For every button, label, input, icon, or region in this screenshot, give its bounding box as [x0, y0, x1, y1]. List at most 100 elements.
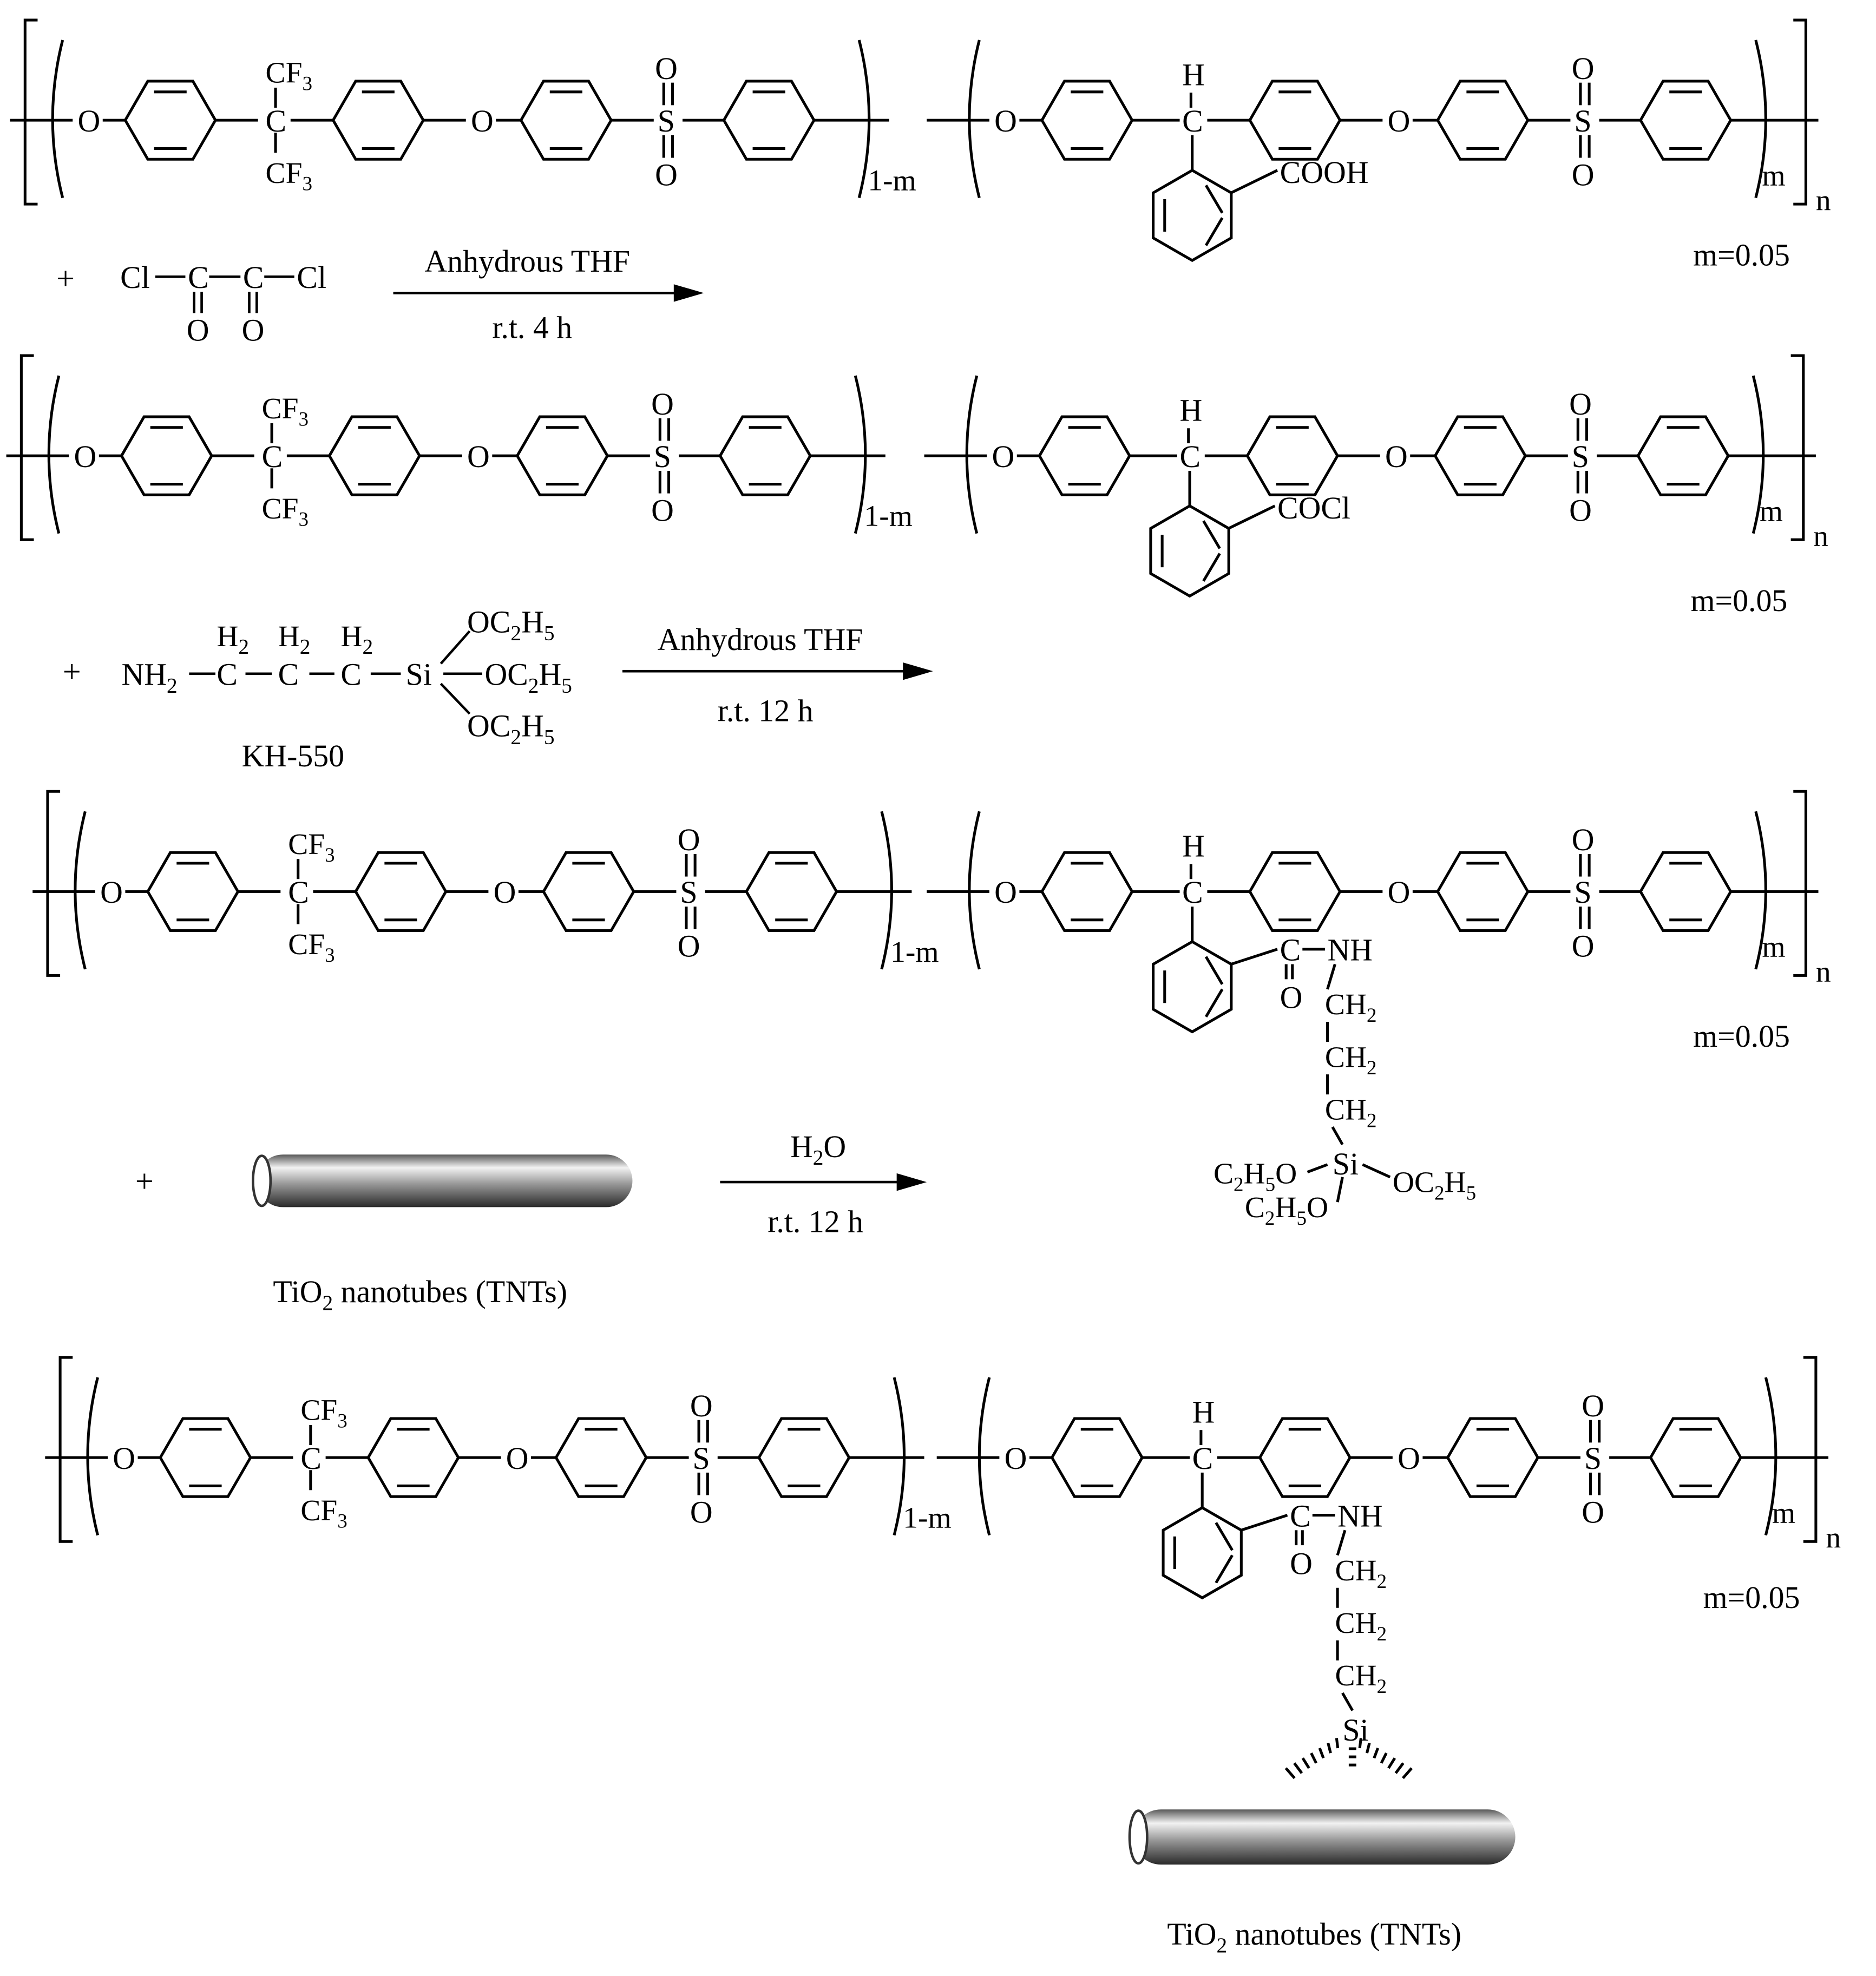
kh550-reagent: + NH2 C H2 C H2 C H2 Si OC2H5 OC2H5 OC2H…	[63, 604, 572, 773]
oxygen-atom: O	[74, 439, 97, 474]
close-paren	[1754, 40, 1767, 199]
oxygen-atom: O	[100, 875, 123, 910]
benzene-ring	[354, 851, 448, 933]
hydrogen-atom: H	[1180, 392, 1203, 428]
benzene-ring	[1446, 1417, 1540, 1498]
oxygen-atom: O	[994, 875, 1017, 910]
polymer-n-label: n	[1813, 520, 1828, 553]
benzene-ring	[1639, 80, 1733, 161]
cf3-group: CF3	[266, 157, 312, 195]
open-paren	[47, 375, 61, 534]
sulfur-atom: S	[1572, 439, 1589, 474]
reaction-arrow-3: H2O r.t. 12 h	[720, 1129, 927, 1239]
repeat-unit-label: m	[1762, 159, 1785, 192]
carbon-atom: C	[340, 657, 362, 692]
repeat-unit-label: 1-m	[903, 1502, 951, 1535]
ch2-group: CH2	[1335, 1607, 1387, 1645]
grafted-nanotube: TiO2 nanotubes (TNTs)	[1128, 1809, 1516, 1957]
ch2-group: CH2	[1335, 1659, 1387, 1698]
close-paren	[880, 811, 893, 970]
sulfur-atom: S	[658, 103, 675, 139]
sulfur-atom: S	[693, 1441, 710, 1476]
outer-bracket-right	[1793, 18, 1807, 206]
oxygen-atom: O	[242, 312, 265, 347]
arrow-condition-bottom: r.t. 4 h	[492, 310, 572, 345]
cooh-group: COOH	[1280, 155, 1369, 190]
oxygen-atom: O	[690, 1494, 713, 1529]
benzene-ring	[757, 1417, 851, 1498]
ethoxy-group: OC2H5	[467, 708, 554, 749]
ch2-group: CH2	[1335, 1554, 1387, 1593]
open-paren	[965, 375, 979, 534]
m-value-label: m=0.05	[1691, 583, 1788, 618]
cf3-group: CF3	[266, 57, 312, 95]
oxygen-atom: O	[1388, 875, 1411, 910]
benzene-ring	[1040, 851, 1134, 933]
oxygen-atom: O	[77, 103, 100, 139]
cf3-group: CF3	[262, 392, 309, 431]
oxygen-atom: O	[1569, 386, 1592, 422]
carbon-atom: C	[1182, 875, 1203, 910]
silicon-atom: Si	[1342, 1712, 1368, 1748]
nh2-group: NH2	[121, 657, 177, 698]
arrow-condition-bottom: r.t. 12 h	[718, 693, 814, 728]
nanotube-icon	[257, 1154, 633, 1207]
ethoxy-group: OC2H5	[1393, 1166, 1476, 1205]
benzene-ring	[1433, 415, 1527, 496]
sulfur-atom: S	[1584, 1441, 1602, 1476]
oxygen-atom: O	[994, 103, 1017, 139]
benzene-ring	[1050, 1417, 1144, 1498]
cocl-group: COCl	[1277, 490, 1350, 526]
benzene-ring	[331, 80, 425, 161]
oxygen-atom: O	[651, 493, 674, 528]
carbon-atom: C	[288, 875, 309, 910]
oxygen-atom: O	[1569, 493, 1592, 528]
oxalyl-chloride-reagent: + Cl C C Cl O O	[56, 260, 326, 347]
hydrogen-atom: H	[1182, 829, 1205, 864]
carbon-atom: C	[1280, 933, 1301, 968]
nh-group: NH	[1337, 1498, 1383, 1533]
silicon-atom: Si	[406, 657, 432, 692]
ethoxy-group: OC2H5	[484, 657, 572, 698]
oxygen-atom: O	[467, 439, 490, 474]
oxygen-atom: O	[1398, 1441, 1420, 1476]
carbon-atom: C	[217, 657, 238, 692]
cl-atom: Cl	[297, 260, 326, 295]
oxygen-atom: O	[678, 929, 700, 964]
polymer-n-label: n	[1816, 185, 1831, 218]
arrow-head-icon	[903, 662, 933, 680]
open-paren	[86, 1377, 99, 1536]
benzene-ring	[1245, 415, 1340, 496]
carbon-atom: C	[262, 439, 283, 474]
tnt-label: TiO2 nanotubes (TNTs)	[273, 1274, 567, 1315]
carbon-atom: C	[1182, 103, 1203, 139]
benzene-ring	[1040, 80, 1134, 161]
benzene-ring	[515, 415, 609, 496]
oxygen-atom: O	[494, 875, 516, 910]
sulfur-atom: S	[654, 439, 671, 474]
benzene-ring	[1248, 851, 1342, 933]
nh-group: NH	[1328, 933, 1373, 968]
repeat-unit-label: 1-m	[864, 500, 912, 533]
arrow-head-icon	[673, 284, 704, 302]
oxygen-atom: O	[506, 1441, 529, 1476]
outer-bracket-right	[1790, 354, 1805, 541]
benzene-ring	[1038, 415, 1131, 496]
hashed-bond	[1284, 1738, 1413, 1780]
oxygen-atom: O	[1572, 157, 1595, 192]
hydrogen-atom: H	[1182, 57, 1205, 92]
outer-bracket-right	[1803, 1356, 1818, 1543]
repeat-unit-label: 1-m	[890, 936, 939, 969]
oxygen-atom: O	[471, 103, 494, 139]
benzene-ring	[1436, 851, 1530, 933]
h2-label: H2	[217, 620, 249, 659]
m-value-label: m=0.05	[1693, 1019, 1790, 1054]
cf3-group: CF3	[300, 1394, 347, 1433]
arrow-condition-bottom: r.t. 12 h	[768, 1204, 863, 1239]
m-value-label: m=0.05	[1693, 238, 1790, 273]
arrow-reagent-top: Anhydrous THF	[424, 244, 630, 279]
